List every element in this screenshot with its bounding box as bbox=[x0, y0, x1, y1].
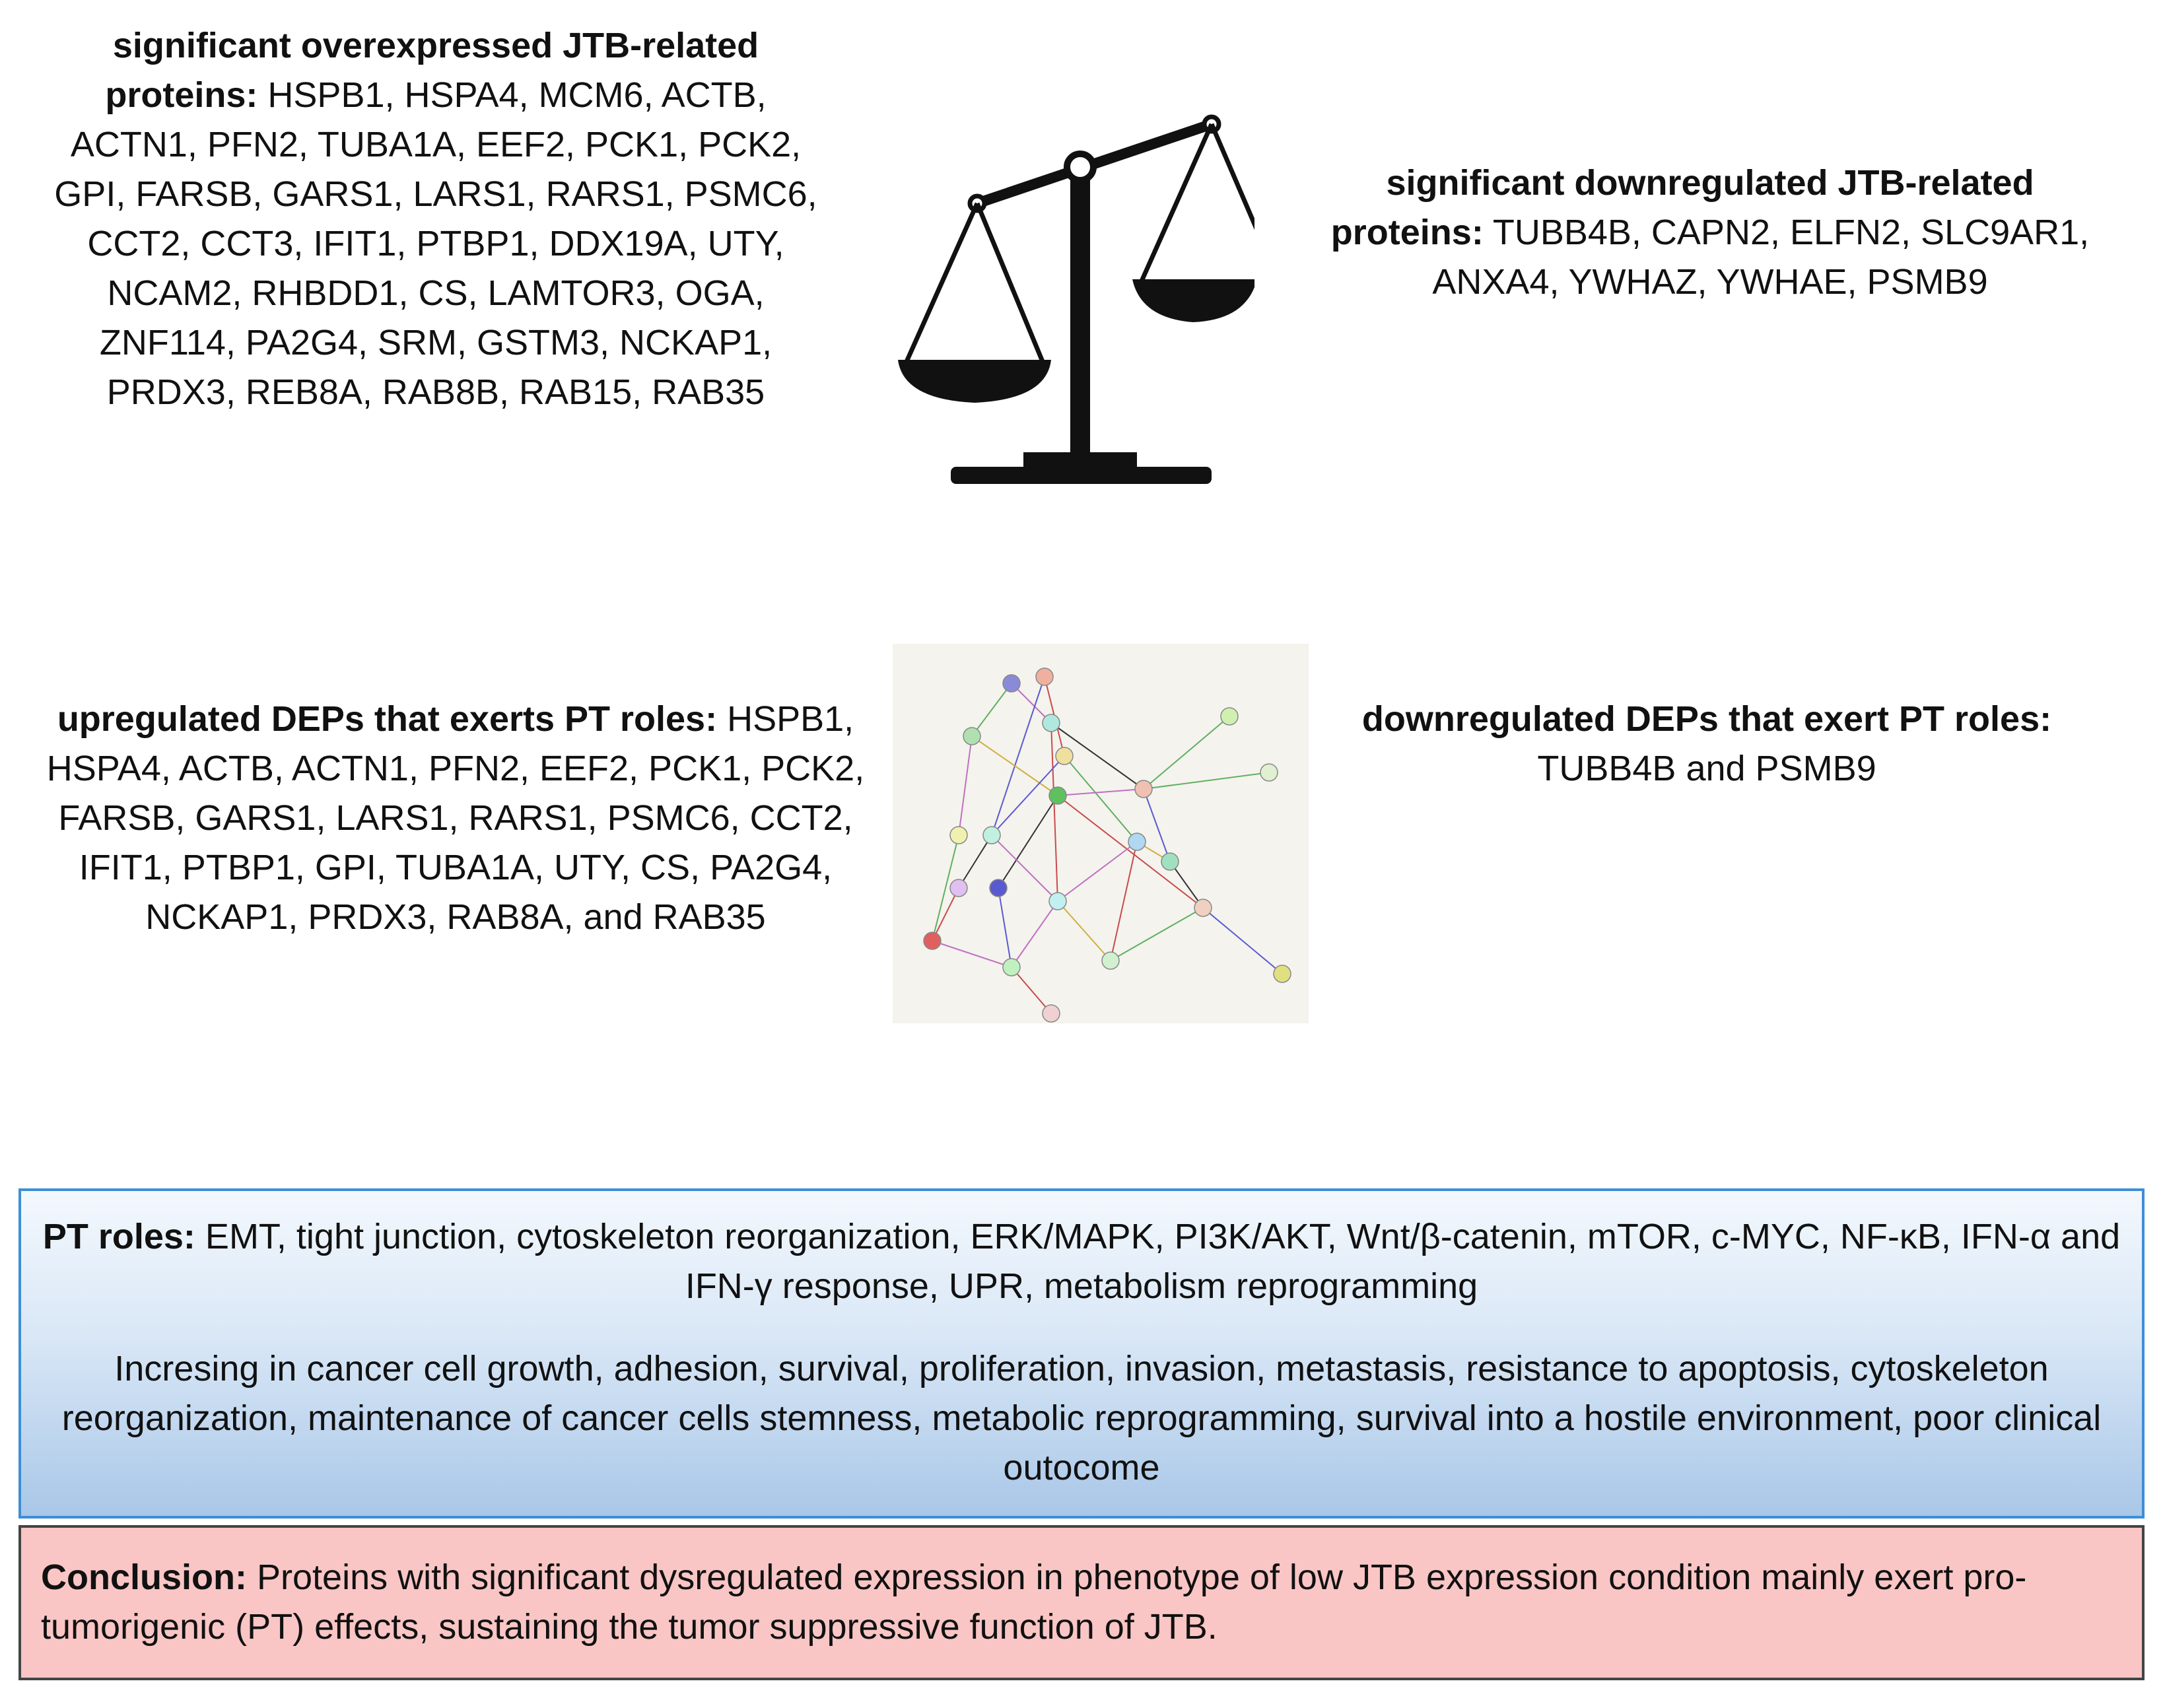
overexpressed-list: HSPB1, HSPA4, MCM6, ACTB, ACTN1, PFN2, T… bbox=[54, 75, 817, 412]
protein-network-image bbox=[893, 644, 1309, 1023]
pt-roles-text: PT roles: EMT, tight junction, cytoskele… bbox=[21, 1212, 2142, 1311]
pt-roles-box: PT roles: EMT, tight junction, cytoskele… bbox=[18, 1188, 2145, 1519]
downregulated-deps-list: TUBB4B and PSMB9 bbox=[1537, 749, 1876, 788]
downregulated-deps-label: downregulated DEPs that exert PT roles: bbox=[1361, 699, 2052, 739]
overexpressed-label: significant overexpressed JTB-related pr… bbox=[105, 26, 759, 115]
pt-effects-text: Incresing in cancer cell growth, adhesio… bbox=[61, 1349, 2102, 1487]
conclusion-label: Conclusion: bbox=[41, 1557, 247, 1597]
pt-roles-label: PT roles: bbox=[42, 1217, 195, 1256]
downregulated-list: TUBB4B, CAPN2, ELFN2, SLC9AR1, ANXA4, YW… bbox=[1432, 213, 2090, 302]
pt-roles-list: EMT, tight junction, cytoskeleton reorga… bbox=[205, 1217, 2121, 1306]
downregulated-deps-text: downregulated DEPs that exert PT roles: … bbox=[1327, 695, 2086, 794]
conclusion-text: Proteins with significant dysregulated e… bbox=[41, 1557, 2027, 1647]
downregulated-label: significant downregulated JTB-related pr… bbox=[1330, 163, 2034, 252]
balance-scale-icon bbox=[898, 114, 1254, 484]
downregulated-proteins-text: significant downregulated JTB-related pr… bbox=[1314, 158, 2106, 307]
conclusion-box: Conclusion: Proteins with significant dy… bbox=[18, 1525, 2145, 1680]
upregulated-deps-label: upregulated DEPs that exerts PT roles: bbox=[57, 699, 718, 739]
upregulated-deps-text: upregulated DEPs that exerts PT roles: H… bbox=[40, 695, 872, 942]
upregulated-deps-list: HSPB1, HSPA4, ACTB, ACTN1, PFN2, EEF2, P… bbox=[46, 699, 865, 937]
overexpressed-proteins-text: significant overexpressed JTB-related pr… bbox=[40, 21, 832, 417]
